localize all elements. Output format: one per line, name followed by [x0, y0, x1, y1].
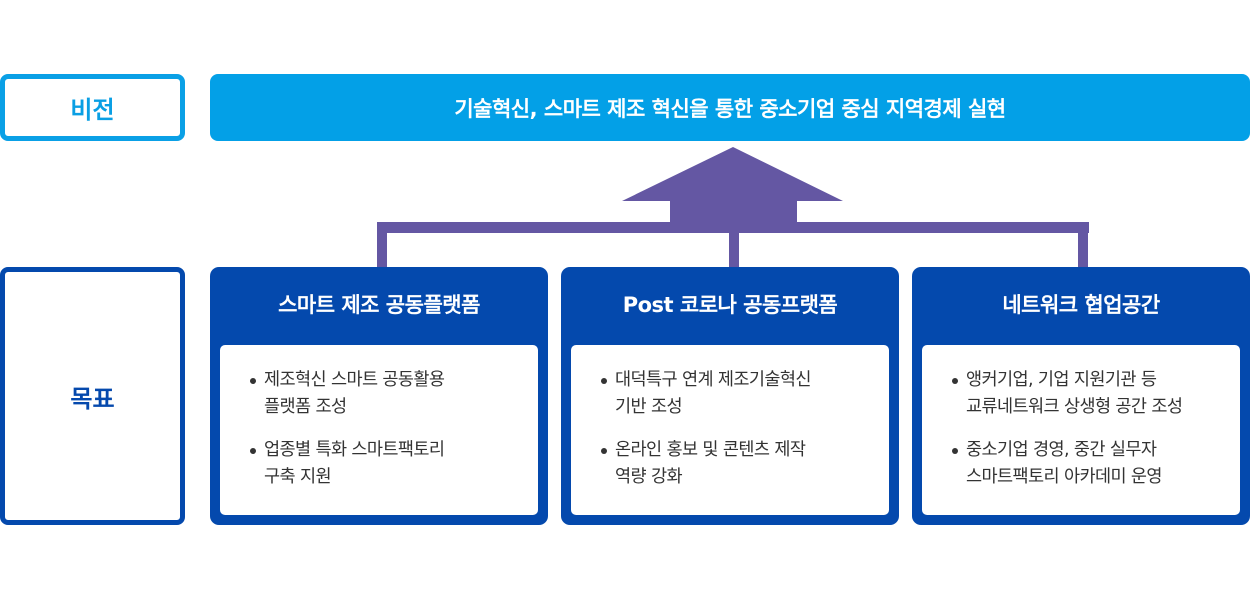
vision-statement: 기술혁신, 스마트 제조 혁신을 통한 중소기업 중심 지역경제 실현 [454, 96, 1006, 121]
connector-branch-left [377, 222, 387, 270]
goal-label: 목표 [0, 267, 185, 525]
goal-item: 앵커기업, 기업 지원기관 등 교류네트워크 상생형 공간 조성 [952, 367, 1230, 421]
goal-item: 중소기업 경영, 중간 실무자 스마트팩토리 아카데미 운영 [952, 437, 1230, 491]
goal-label-text: 목표 [70, 384, 115, 413]
goal-item: 대덕특구 연계 제조기술혁신 기반 조성 [601, 367, 879, 421]
goal-item: 온라인 홍보 및 콘텐츠 제작 역량 강화 [601, 437, 879, 491]
connector-branch-right [1078, 222, 1088, 270]
goal-item: 업종별 특화 스마트팩토리 구축 지원 [250, 437, 528, 491]
goal-item-list: 대덕특구 연계 제조기술혁신 기반 조성 온라인 홍보 및 콘텐츠 제작 역량 … [601, 367, 879, 491]
vision-banner: 기술혁신, 스마트 제조 혁신을 통한 중소기업 중심 지역경제 실현 [210, 74, 1250, 141]
up-arrow-icon [622, 147, 843, 232]
goal-card-network-space: 네트워크 협업공간 앵커기업, 기업 지원기관 등 교류네트워크 상생형 공간 … [912, 267, 1250, 525]
goal-item-list: 제조혁신 스마트 공동활용 플랫폼 조성 업종별 특화 스마트팩토리 구축 지원 [250, 367, 528, 491]
goal-card-post-corona: Post 코로나 공동프랫폼 대덕특구 연계 제조기술혁신 기반 조성 온라인 … [561, 267, 899, 525]
vision-label-text: 비전 [70, 96, 115, 124]
connector-horizontal-line [377, 222, 1089, 233]
goal-card-smart-manufacturing: 스마트 제조 공동플랫폼 제조혁신 스마트 공동활용 플랫폼 조성 업종별 특화… [210, 267, 548, 525]
goal-card-body: 제조혁신 스마트 공동활용 플랫폼 조성 업종별 특화 스마트팩토리 구축 지원 [220, 345, 538, 515]
goal-card-body: 대덕특구 연계 제조기술혁신 기반 조성 온라인 홍보 및 콘텐츠 제작 역량 … [571, 345, 889, 515]
goal-item-list: 앵커기업, 기업 지원기관 등 교류네트워크 상생형 공간 조성 중소기업 경영… [952, 367, 1230, 491]
connector-branch-center [729, 222, 739, 270]
goal-card-title: 스마트 제조 공동플랫폼 [278, 293, 480, 317]
vision-label: 비전 [0, 74, 185, 141]
goal-card-title: 네트워크 협업공간 [1002, 293, 1160, 317]
goal-card-title: Post 코로나 공동프랫폼 [622, 293, 838, 317]
goal-card-body: 앵커기업, 기업 지원기관 등 교류네트워크 상생형 공간 조성 중소기업 경영… [922, 345, 1240, 515]
goal-item: 제조혁신 스마트 공동활용 플랫폼 조성 [250, 367, 528, 421]
